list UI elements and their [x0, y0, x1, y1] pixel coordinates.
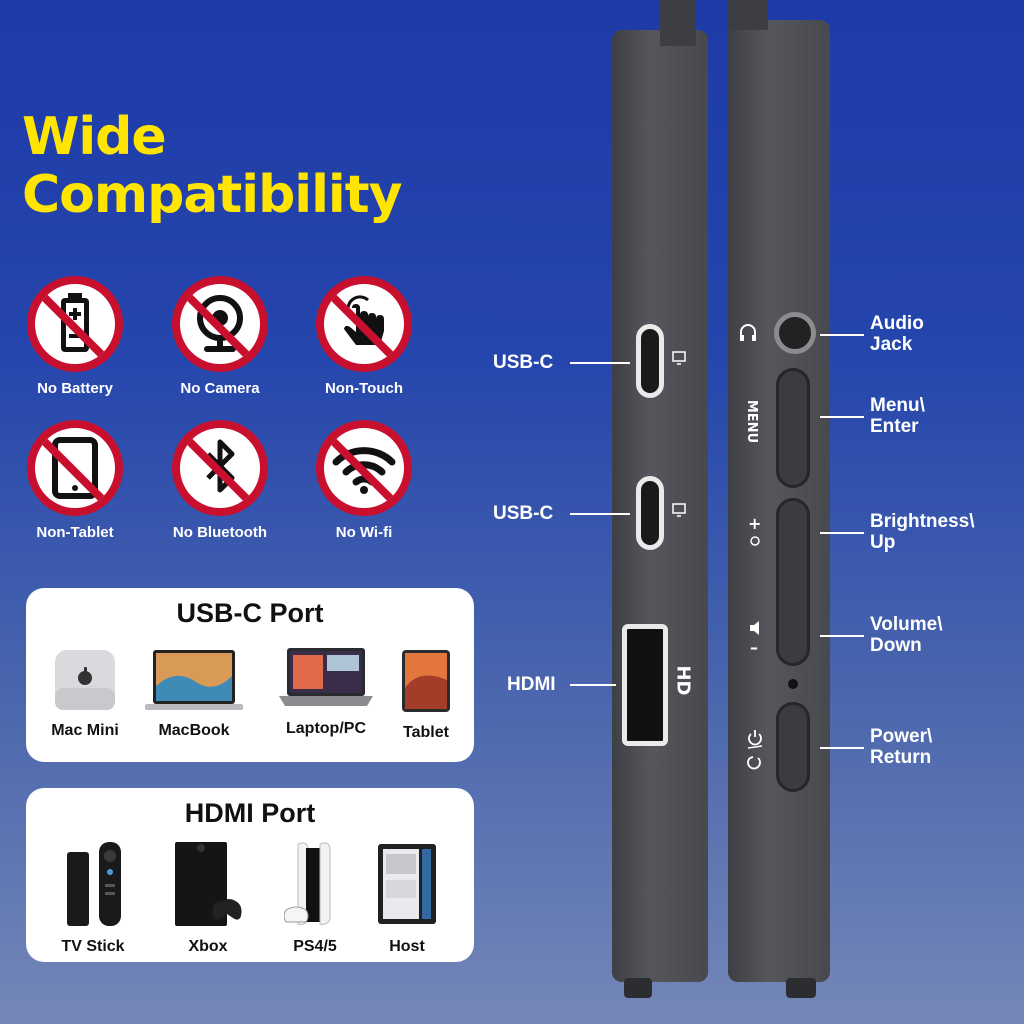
leader-line — [820, 635, 864, 637]
label-audio-jack: Audio Jack — [870, 313, 924, 355]
label-power-return: Power\ Return — [870, 726, 933, 768]
ban-label: No Camera — [180, 380, 260, 397]
device-macbook: MacBook — [144, 648, 244, 740]
usbc-port-card: USB-C Port Mac Mini MacBook Laptop/PC — [26, 588, 474, 762]
label-usbc-2: USB-C — [493, 503, 554, 524]
hdmi-port — [622, 624, 668, 746]
indicator-led — [788, 679, 798, 689]
display-icon — [672, 503, 686, 517]
device-ps: PS4/5 — [280, 840, 350, 956]
power-button[interactable] — [776, 702, 810, 792]
tablet-device-icon — [402, 650, 450, 712]
ban-battery: No Battery — [25, 276, 125, 397]
mac-mini-icon — [55, 650, 115, 710]
left-foot — [624, 978, 652, 998]
ban-wifi: No Wi-fi — [314, 420, 414, 541]
device-host: Host — [372, 840, 442, 956]
camera-icon — [197, 295, 243, 352]
label-volume-down: Volume\ Down — [870, 614, 943, 656]
right-side-panel — [728, 20, 830, 982]
ban-label: Non-Touch — [324, 380, 404, 397]
title-line-1: Wide — [22, 107, 167, 167]
menu-button[interactable] — [776, 368, 810, 488]
tv-stick-icon — [67, 842, 121, 926]
device-tablet: Tablet — [394, 648, 458, 742]
usbc-port-2 — [636, 476, 664, 550]
left-stand — [660, 0, 696, 46]
ban-bluetooth: No Bluetooth — [170, 420, 270, 541]
ban-label: No Wi-fi — [335, 524, 393, 541]
audio-jack — [774, 312, 816, 354]
menu-mark: MENU — [744, 399, 760, 444]
device-xbox: Xbox — [168, 840, 248, 956]
display-icon — [672, 351, 686, 365]
usbc-card-title: USB-C Port — [176, 598, 324, 628]
usbc-port-1 — [636, 324, 664, 398]
device-mac-mini: Mac Mini — [46, 648, 124, 740]
laptop-icon — [279, 648, 373, 706]
xbox-icon — [175, 842, 242, 926]
leader-line — [820, 532, 864, 534]
hdmi-port-card: HDMI Port TV Stick Xbox PS4/5 — [26, 788, 474, 962]
label-menu-enter: Menu\ Enter — [870, 395, 925, 437]
leader-line — [570, 684, 616, 686]
device-laptop-pc: Laptop/PC — [276, 646, 376, 738]
sun-icon — [750, 536, 760, 546]
leader-line — [820, 334, 864, 336]
headphone-icon — [740, 324, 756, 341]
minus-volume-icon: – — [750, 638, 758, 657]
pc-tower-icon — [378, 844, 436, 924]
ban-label: No Bluetooth — [172, 524, 268, 541]
leader-line — [570, 362, 630, 364]
device-tv-stick: TV Stick — [48, 840, 138, 956]
ban-label: Non-Tablet — [36, 524, 114, 541]
ban-label: No Battery — [37, 380, 113, 397]
hdmi-card-title: HDMI Port — [184, 798, 316, 828]
ban-tablet: Non-Tablet — [25, 420, 125, 541]
tablet-icon — [52, 437, 98, 499]
hdmi-mark: HD — [672, 665, 694, 696]
ban-touch: Non-Touch — [314, 276, 414, 397]
plus-brightness-icon: + — [748, 514, 762, 533]
macbook-icon — [145, 650, 243, 710]
leader-line — [820, 747, 864, 749]
brightness-volume-rocker[interactable] — [776, 498, 810, 666]
label-hdmi: HDMI — [507, 674, 556, 695]
playstation-icon — [283, 842, 331, 925]
ban-camera: No Camera — [170, 276, 270, 397]
label-usbc-1: USB-C — [493, 352, 554, 373]
label-brightness-up: Brightness\ Up — [870, 511, 975, 553]
leader-line — [820, 416, 864, 418]
right-foot — [786, 978, 816, 998]
leader-line — [570, 513, 630, 515]
title-line-2: Compatibility — [22, 165, 403, 225]
page-title: Wide Compatibility — [22, 107, 403, 225]
right-stand — [728, 0, 768, 30]
speaker-icon — [750, 621, 759, 635]
power-return-icon — [747, 730, 763, 770]
